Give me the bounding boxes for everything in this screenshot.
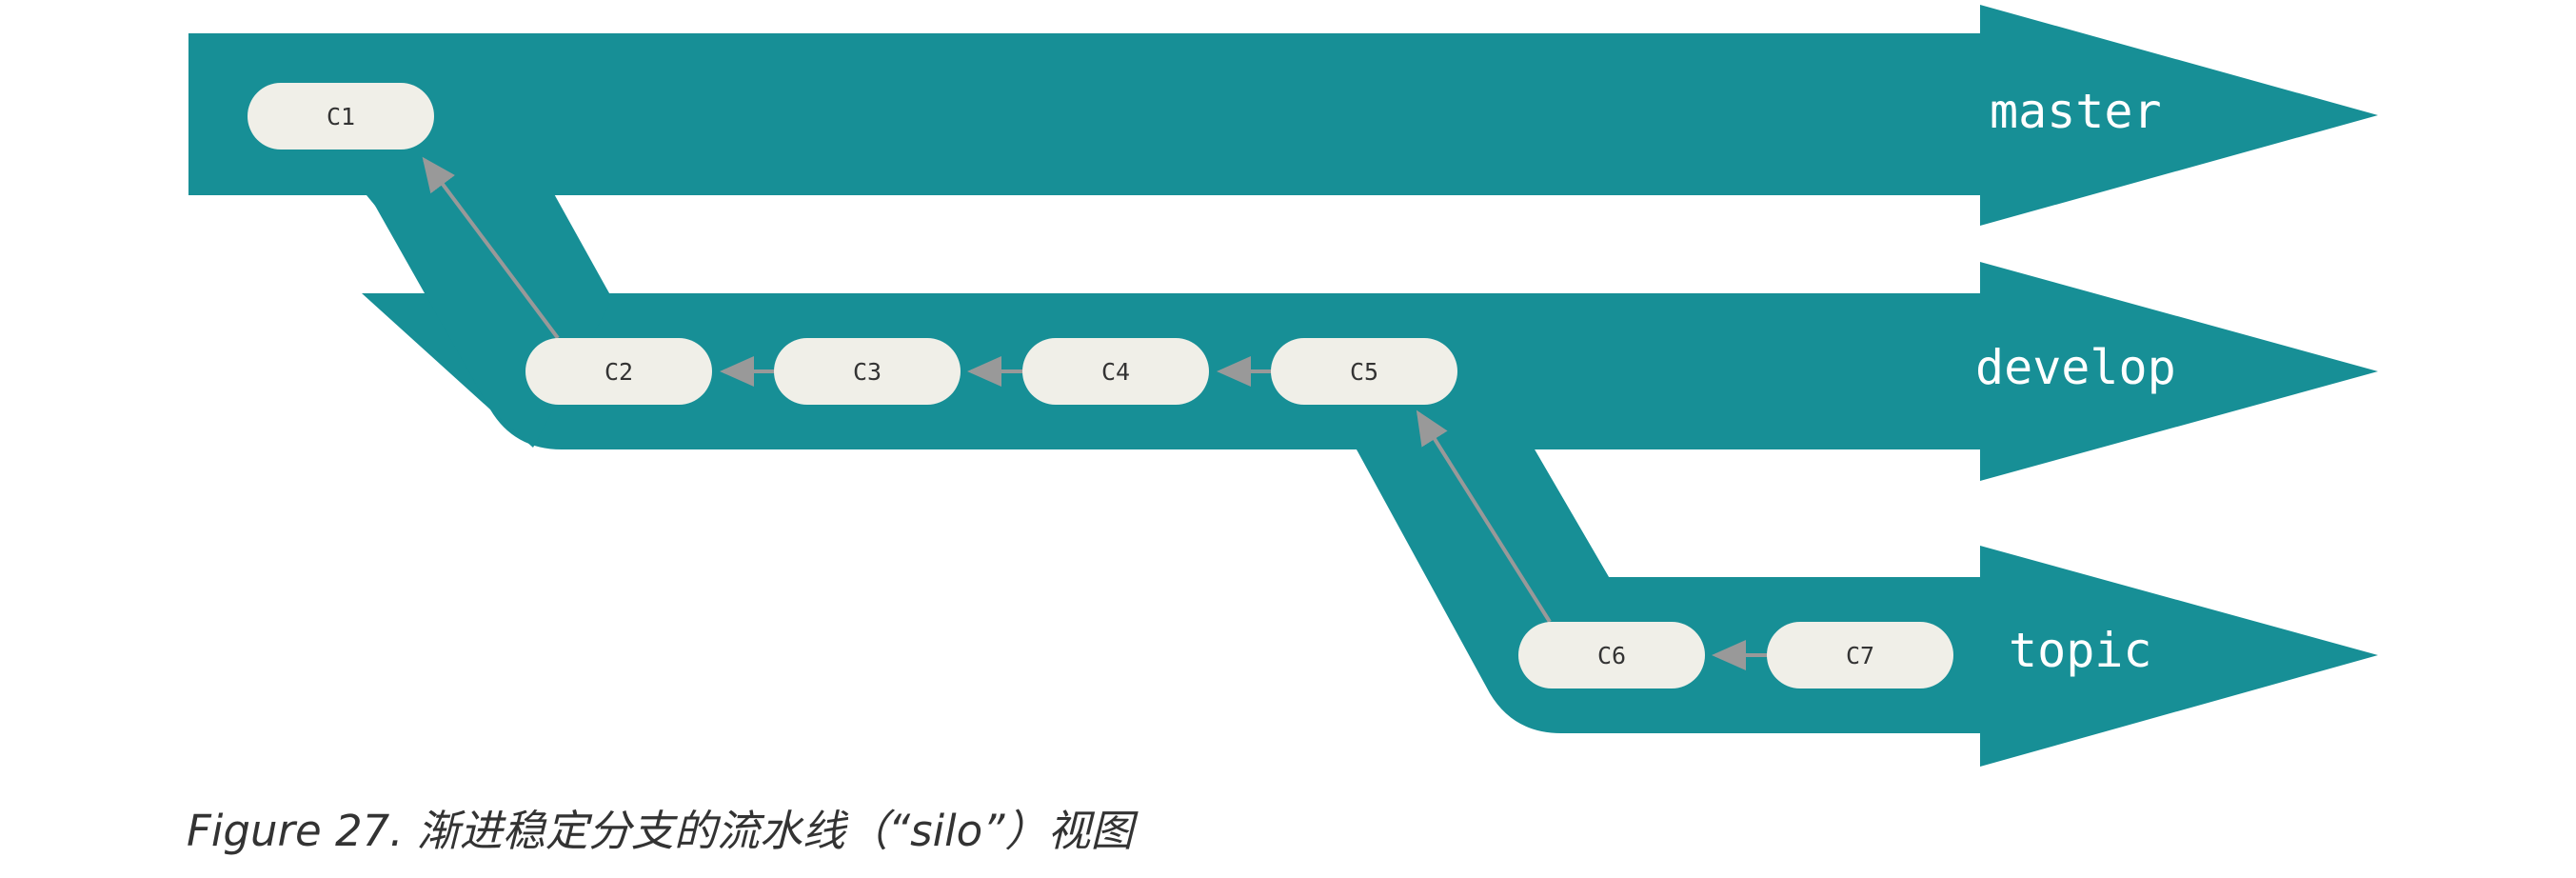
branch-label-develop: develop [1975,340,2176,395]
svg-text:C3: C3 [853,358,882,386]
branch-label-topic: topic [2009,623,2152,678]
commit-c6: C6 [1518,622,1705,688]
commit-c7: C7 [1767,622,1953,688]
figure-caption: Figure 27. 渐进稳定分支的流水线（“silo”）视图 [187,806,1134,856]
link-c6-c5 [1416,409,1552,624]
svg-text:C1: C1 [327,103,355,130]
svg-text:C5: C5 [1350,358,1378,386]
svg-text:C2: C2 [604,358,633,386]
branch-label-master: master [1990,84,2162,139]
commit-c2: C2 [525,338,712,405]
commit-c3: C3 [774,338,961,405]
svg-text:C4: C4 [1101,358,1130,386]
commits: C1 C2 C3 C4 C5 C6 C7 [248,83,1953,688]
svg-text:C6: C6 [1597,642,1626,669]
master-branch-arrow [188,5,2378,293]
develop-branch-arrow [362,262,2378,577]
commit-c1: C1 [248,83,434,150]
parent-links [422,156,1769,670]
commit-c4: C4 [1022,338,1209,405]
link-c2-c1 [422,156,560,340]
commit-c5: C5 [1271,338,1457,405]
topic-branch-arrow [1357,449,2378,767]
svg-text:C7: C7 [1846,642,1874,669]
